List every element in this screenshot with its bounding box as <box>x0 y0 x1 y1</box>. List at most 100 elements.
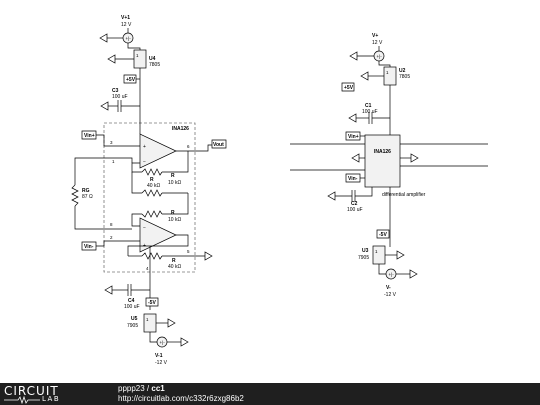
r2-value: 10 kΩ <box>168 180 181 186</box>
pin-1: 1 <box>112 159 115 164</box>
ground-symbol <box>348 113 357 123</box>
ground-symbol <box>409 269 418 279</box>
svg-text:Vout: Vout <box>213 142 224 148</box>
vminus1-voltage-source[interactable]: +|- <box>156 336 168 348</box>
vminus1-value: -12 V <box>155 360 168 366</box>
c1-value: 100 uF <box>362 109 378 115</box>
svg-text:−: − <box>143 225 146 231</box>
c4-value: 100 uF <box>124 304 140 310</box>
ground-symbol <box>349 51 358 61</box>
rg-resistor[interactable] <box>71 184 79 207</box>
logo-top-text: CIRCUIT <box>4 384 59 398</box>
r2-name: R <box>171 173 175 179</box>
ground-symbol <box>204 251 213 261</box>
breadcrumb-separator: / <box>144 384 152 393</box>
ground-symbol <box>180 337 189 347</box>
opamp-top[interactable]: + − <box>139 133 177 169</box>
pin-5: 5 <box>187 249 190 254</box>
footer-bar: CIRCUIT LAB pppp23 / cc1 http://circuitl… <box>0 383 540 405</box>
svg-text:1: 1 <box>146 317 149 322</box>
ground-symbol <box>99 33 108 43</box>
vout-net-label: Vout <box>211 139 227 149</box>
vin-plus-net-label: Vin+ <box>81 130 97 140</box>
pin-2: 2 <box>110 235 113 240</box>
u2-name: U2 <box>399 68 406 74</box>
circuitlab-logo[interactable]: CIRCUIT LAB <box>4 384 96 404</box>
vplus1-name: V+1 <box>121 15 130 21</box>
user-link[interactable]: pppp23 <box>118 384 145 393</box>
r1-name: R <box>150 177 154 183</box>
plus5v-net-label-right: +5V <box>341 82 355 92</box>
ground-symbol <box>107 54 116 64</box>
vin-plus-net-label-right: Vin+ <box>345 131 361 141</box>
ground-symbol <box>104 285 113 295</box>
logo-wire-icon <box>4 396 40 404</box>
ground-symbol <box>167 318 176 328</box>
ina126-block[interactable] <box>364 134 401 188</box>
ground-symbol <box>351 153 360 163</box>
vin-minus-net-label: Vin- <box>81 241 97 251</box>
ground-symbol <box>100 101 109 111</box>
rg-name: RG <box>82 188 90 194</box>
r3-resistor[interactable] <box>141 210 163 218</box>
rg-value: 87 Ω <box>82 194 93 200</box>
c2-value: 100 uF <box>347 207 363 213</box>
ground-symbol <box>360 71 369 81</box>
c3-value: 100 uF <box>112 94 128 100</box>
ground-symbol <box>396 250 405 260</box>
logo-bottom-text: LAB <box>42 395 61 403</box>
r4-value: 40 kΩ <box>168 264 181 270</box>
r4-resistor[interactable] <box>141 252 163 260</box>
u5-part: 7905 <box>127 323 138 329</box>
schematic-canvas: V+1 12 V +|- 1 U4 7805 +5V C3 100 uF <box>71 15 488 366</box>
project-url[interactable]: http://circuitlab.com/c332r6zxg86b2 <box>118 394 244 403</box>
u2-part: 7805 <box>399 74 410 80</box>
c3-name: C3 <box>112 88 119 94</box>
vplus-value: 12 V <box>372 40 383 46</box>
svg-text:1: 1 <box>136 53 139 58</box>
svg-text:Vin-: Vin- <box>84 244 94 250</box>
breadcrumb: pppp23 / cc1 <box>118 384 165 393</box>
svg-text:-5V: -5V <box>148 300 156 306</box>
svg-text:+5V: +5V <box>126 77 136 83</box>
svg-text:1: 1 <box>375 249 378 254</box>
svg-text:+|-: +|- <box>377 54 383 59</box>
ina126-name: INA126 <box>374 149 391 155</box>
diff-amp-label: differential amplifier <box>382 192 426 198</box>
minus5v-net-label-right: -5V <box>376 229 390 239</box>
vminus-voltage-source[interactable]: +|- <box>385 268 397 280</box>
u4-part: 7805 <box>149 62 160 68</box>
c1-name: C1 <box>365 103 372 109</box>
vplus1-value: 12 V <box>121 22 132 28</box>
opamp-bottom[interactable]: − + <box>139 217 177 253</box>
svg-text:+|-: +|- <box>389 272 395 277</box>
vplus-voltage-source[interactable]: +|- <box>373 50 385 62</box>
plus5v-net-label: +5V <box>123 74 137 84</box>
svg-text:+|-: +|- <box>160 340 166 345</box>
u3-part: 7905 <box>358 255 369 261</box>
r2-resistor[interactable] <box>141 189 163 197</box>
vminus-name: V- <box>386 285 391 291</box>
svg-text:−: − <box>143 159 146 165</box>
r1-resistor[interactable] <box>141 168 163 176</box>
ina126-boundary <box>103 122 196 273</box>
svg-text:1: 1 <box>386 70 389 75</box>
svg-text:-5V: -5V <box>379 232 387 238</box>
u5-name: U5 <box>131 316 138 322</box>
project-name[interactable]: cc1 <box>151 384 165 393</box>
pin-6: 6 <box>187 144 190 149</box>
left-circuit: V+1 12 V +|- 1 U4 7805 +5V C3 100 uF <box>71 15 227 366</box>
vminus-value: -12 V <box>384 292 397 298</box>
pin-8: 8 <box>110 222 113 227</box>
svg-text:Vin+: Vin+ <box>84 133 95 139</box>
vplus-name: V+ <box>372 33 378 39</box>
u4-name: U4 <box>149 56 156 62</box>
svg-text:+5V: +5V <box>344 85 354 91</box>
pin-3: 3 <box>110 140 113 145</box>
vin-minus-net-label-right: Vin- <box>345 173 361 183</box>
right-circuit: V+ 12 V +|- 1 U2 7805 +5V C1 100 uF <box>290 33 488 298</box>
c4-name: C4 <box>128 298 135 304</box>
u3-name: U3 <box>362 248 369 254</box>
pin-4: 4 <box>146 266 149 271</box>
vplus1-voltage-source[interactable]: +|- <box>122 32 134 44</box>
